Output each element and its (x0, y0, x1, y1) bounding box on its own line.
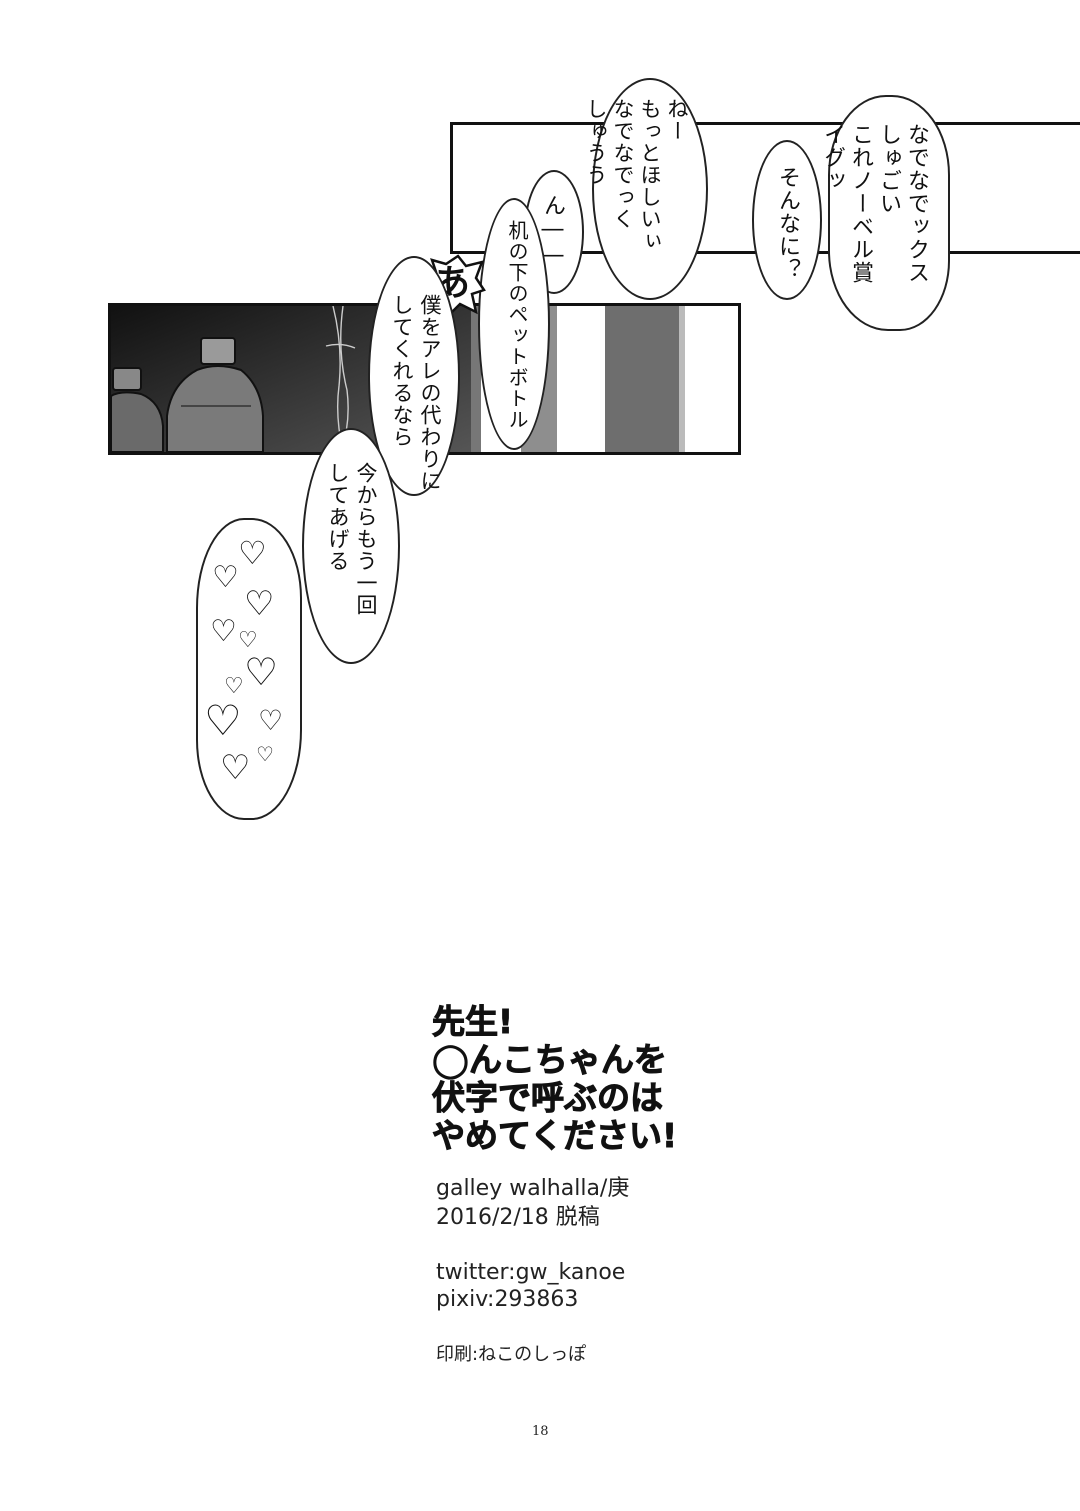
speech-bubble-imakara: 今からもう一回 してあげる (302, 428, 400, 664)
pixiv-id: pixiv:293863 (436, 1287, 579, 1312)
speech-bubble-tsukue: 机の下のペットボトル (478, 198, 550, 450)
twitter-handle: twitter:gw_kanoe (436, 1260, 626, 1285)
hearts-bubble: ♡ ♡ ♡ ♡ ♡ ♡ ♡ ♡ ♡ ♡ ♡ (196, 518, 302, 820)
bubble-text: 机の下のペットボトル (505, 220, 529, 430)
heart-icon: ♡ (256, 742, 274, 766)
heart-icon: ♡ (258, 704, 284, 737)
heart-icon: ♡ (212, 560, 239, 595)
speech-bubble-nee: ねー もっとほしいぃ なでなでっく しゅうう (584, 78, 708, 300)
title-line: 先生! (431, 1002, 514, 1041)
bottle-center (166, 337, 264, 452)
bottle-left (111, 367, 164, 452)
bubble-text: なでなでックス しゅごい これノーベル賞 イグッ (820, 123, 929, 284)
heart-icon: ♡ (244, 650, 279, 694)
bubble-text: ねー もっとほしいぃ なでなでっく しゅうう (584, 98, 689, 252)
title-line: 伏字で呼ぶのは (431, 1078, 663, 1117)
heart-icon: ♡ (220, 748, 251, 788)
heart-icon: ♡ (238, 534, 267, 572)
speech-bubble-boku: 僕をアレの代わりに してくれるなら (368, 256, 460, 496)
colophon-title: 先生! ◯んこちゃんを 伏字で呼ぶのは やめてください! (431, 1002, 678, 1155)
bubble-text: 今からもう一回 してあげる (326, 462, 378, 616)
speech-bubble-nadenade: なでなでックス しゅごい これノーベル賞 イグッ (820, 95, 950, 331)
heart-icon: ♡ (224, 674, 244, 699)
title-line: やめてください! (431, 1116, 678, 1155)
heart-icon: ♡ (238, 628, 258, 653)
heart-icon: ♡ (210, 614, 237, 649)
heart-icon: ♡ (244, 584, 275, 624)
page-number: 18 (532, 1424, 549, 1439)
bubble-text: そんなに？ (775, 166, 800, 281)
speech-bubble-sonnani: そんなに？ (752, 140, 822, 300)
circle-name: galley walhalla/庚 (436, 1176, 630, 1201)
bubble-text: 僕をアレの代わりに してくれるなら (390, 294, 442, 492)
completion-date: 2016/2/18 脱稿 (436, 1205, 600, 1230)
title-line: ◯んこちゃんを (431, 1040, 667, 1079)
heart-icon: ♡ (204, 696, 242, 745)
printer-name: 印刷:ねこのしっぽ (436, 1344, 587, 1365)
